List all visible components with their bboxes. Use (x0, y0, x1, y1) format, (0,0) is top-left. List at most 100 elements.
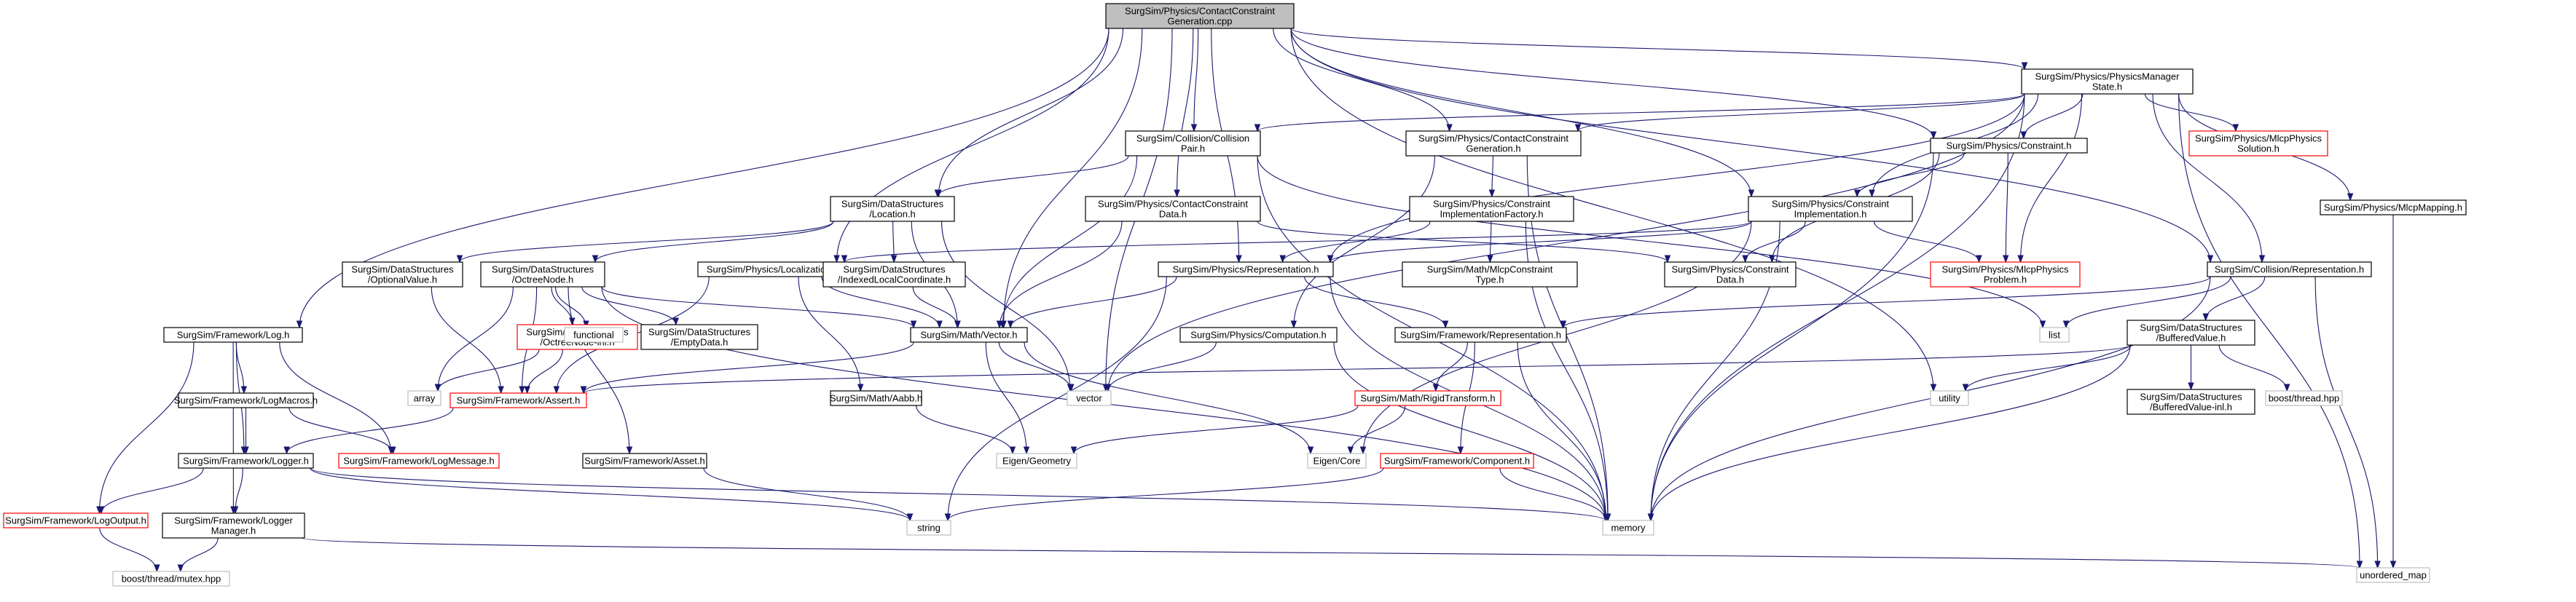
edge-arrowhead (1432, 384, 1440, 392)
node-boostthread[interactable]: boost/thread.hpp (2265, 390, 2343, 406)
node-unordered[interactable]: unordered_map (2356, 567, 2430, 583)
edge-vector-to-eigengeo (985, 341, 1030, 455)
node-localization[interactable]: SurgSim/Physics/Localization.h (697, 261, 848, 277)
node-eigencore[interactable]: Eigen/Core (1307, 453, 1367, 469)
edge-arrowhead (240, 386, 248, 395)
node-log[interactable]: SurgSim/Framework/Log.h (163, 327, 303, 343)
edge-arrowhead (906, 513, 914, 522)
edge-mlcpmapping-to-unordered (2390, 214, 2397, 569)
edge-root-to-ccgen (1273, 28, 1453, 132)
node-bufvalinl[interactable]: SurgSim/DataStructures/BufferedValue-inl… (2127, 389, 2255, 415)
node-asset[interactable]: SurgSim/Framework/Asset.h (582, 453, 707, 469)
edge-line (947, 276, 1167, 521)
node-array[interactable]: array (407, 390, 441, 406)
node-idxlocal[interactable]: SurgSim/DataStructures/IndexedLocalCoord… (822, 261, 966, 288)
node-vectorstd[interactable]: vector (1067, 390, 1112, 406)
edge-arrowhead (2003, 255, 2009, 264)
node-memory[interactable]: memory (1602, 520, 1654, 536)
node-box (1307, 453, 1367, 469)
node-box (564, 327, 624, 343)
node-eigengeo[interactable]: Eigen/Geometry (996, 453, 1077, 469)
node-bufval[interactable]: SurgSim/DataStructures/BufferedValue.h (2127, 320, 2255, 346)
edge-arrowhead (1104, 384, 1112, 392)
node-label: /Location.h (869, 209, 916, 220)
edge-line (836, 28, 1110, 263)
edge-line (583, 344, 2131, 394)
edge-arrowhead (1070, 446, 1077, 455)
edge-line (1290, 28, 1934, 139)
edge-line (703, 467, 911, 521)
node-emptydata[interactable]: SurgSim/DataStructures/EmptyData.h (640, 324, 758, 350)
node-constraint[interactable]: SurgSim/Physics/Constraint.h (1930, 138, 2088, 154)
node-cimplfactory[interactable]: SurgSim/Physics/ConstraintImplementation… (1409, 196, 1574, 222)
node-box (2320, 199, 2467, 215)
node-label: Data.h (1159, 209, 1187, 220)
node-label: Implementation.h (1794, 209, 1867, 220)
node-logger[interactable]: SurgSim/Framework/Logger.h (178, 453, 314, 469)
edge-arrowhead (2039, 320, 2046, 329)
node-label: SurgSim/Math/MlcpConstraint (1427, 264, 1553, 275)
node-string[interactable]: string (906, 520, 951, 536)
node-ccgen[interactable]: SurgSim/Physics/ContactConstraintGenerat… (1405, 130, 1582, 157)
edge-assert-to-logger (283, 407, 454, 455)
node-label: SurgSim/Framework/Asset.h (584, 456, 704, 467)
edge-arrowhead (232, 506, 239, 515)
node-list[interactable]: list (2039, 327, 2070, 343)
node-functional[interactable]: functional (564, 327, 624, 343)
node-box (163, 327, 303, 343)
node-box (1748, 196, 1913, 222)
node-assert[interactable]: SurgSim/Framework/Assert.h (449, 392, 587, 408)
node-box (112, 571, 230, 587)
edge-arrowhead (996, 320, 1003, 329)
node-octree[interactable]: SurgSim/DataStructures/OctreeNode.h (480, 261, 605, 288)
node-collrep[interactable]: SurgSim/Collision/Representation.h (2207, 261, 2372, 277)
node-label: SurgSim/Framework/Logger.h (183, 456, 309, 467)
dependency-nodes: SurgSim/Physics/ContactConstraintGenerat… (3, 3, 2467, 587)
node-location[interactable]: SurgSim/DataStructures/Location.h (830, 196, 955, 222)
node-computation[interactable]: SurgSim/Physics/Computation.h (1179, 327, 1338, 343)
node-box (480, 261, 605, 288)
edge-arrowhead (1869, 189, 1875, 198)
node-box (1402, 261, 1578, 288)
node-utility[interactable]: utility (1930, 390, 1969, 406)
node-physrep[interactable]: SurgSim/Physics/Representation.h (1158, 261, 1334, 277)
node-fwrep[interactable]: SurgSim/Framework/Representation.h (1394, 327, 1567, 343)
node-component[interactable]: SurgSim/Framework/Component.h (1380, 453, 1534, 469)
edge-constraint-to-mlcpproblem (2003, 152, 2009, 264)
node-box (1930, 138, 2088, 154)
edge-line (1293, 155, 1435, 328)
node-logmacros[interactable]: SurgSim/Framework/LogMacros.h (174, 392, 318, 408)
edge-arrowhead (1279, 255, 1286, 264)
edge-arrowhead (2232, 124, 2239, 132)
edge-arrowhead (390, 446, 396, 455)
node-box (178, 392, 314, 408)
edge-arrowhead (498, 386, 504, 395)
node-vector[interactable]: SurgSim/Math/Vector.h (910, 327, 1028, 343)
node-box (178, 453, 314, 469)
edge-idxlocal-to-vector (912, 286, 961, 329)
node-rigidtf[interactable]: SurgSim/Math/RigidTransform.h (1354, 390, 1501, 406)
node-logoutput[interactable]: SurgSim/Framework/LogOutput.h (3, 512, 149, 528)
node-logmessage[interactable]: SurgSim/Framework/LogMessage.h (338, 453, 500, 469)
node-optval[interactable]: SurgSim/DataStructures/OptionalValue.h (342, 261, 463, 288)
edge-arrowhead (524, 386, 530, 395)
node-label: /BufferedValue.h (2156, 333, 2226, 344)
node-cimpl[interactable]: SurgSim/Physics/ConstraintImplementation… (1748, 196, 1913, 222)
node-root[interactable]: SurgSim/Physics/ContactConstraintGenerat… (1105, 3, 1295, 29)
edge-aabb-to-eigengeo (916, 405, 1016, 455)
edge-pmstate-to-collpair (1254, 93, 2025, 132)
edge-arrowhead (519, 386, 525, 395)
edge-logger-to-string (310, 467, 914, 522)
node-mlcpmapping[interactable]: SurgSim/Physics/MlcpMapping.h (2320, 199, 2467, 215)
node-aabb[interactable]: SurgSim/Math/Aabb.h (830, 390, 922, 406)
node-mutex[interactable]: boost/thread/mutex.hpp (112, 571, 230, 587)
edge-line (1290, 28, 1934, 392)
